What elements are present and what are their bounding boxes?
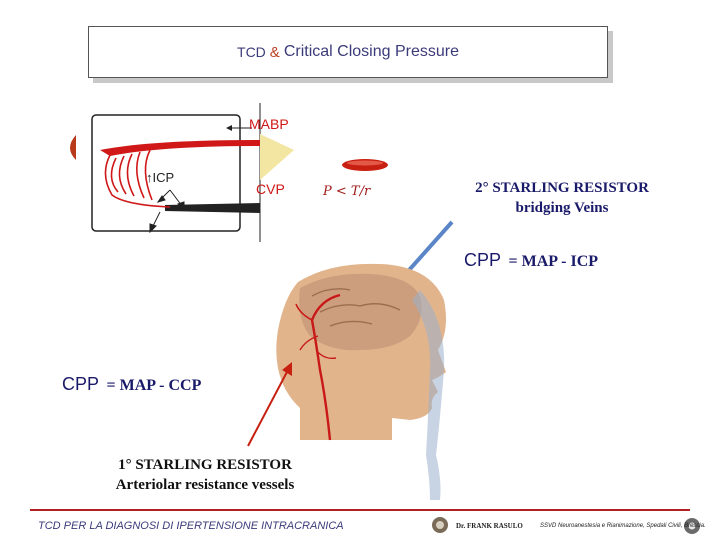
inset-box — [91, 114, 241, 232]
cvp-label: CVP — [256, 181, 285, 197]
second-resistor-label: 2° STARLING RESISTOR bridging Veins — [438, 178, 686, 218]
cpp-ccp-rhs: = MAP - CCP — [106, 377, 202, 394]
footer-author: Dr. FRANK RASULO — [456, 522, 523, 530]
yellow-wedge — [260, 134, 294, 180]
footer-divider — [30, 509, 690, 511]
formula: P < T/r — [323, 184, 371, 199]
footer-institution: SSVD Neuroanestesia e Rianimazione, Sped… — [540, 523, 706, 529]
footer-left-text: TCD PER LA DIAGNOSI DI IPERTENSIONE INTR… — [38, 520, 344, 532]
mabp-bar — [100, 140, 260, 156]
mabp-arrow — [226, 125, 252, 131]
title-box: TCD & Critical Closing Pressure — [88, 26, 608, 78]
second-resistor-line1: 2° STARLING RESISTOR — [475, 180, 649, 196]
first-resistor-line2: Arteriolar resistance vessels — [115, 477, 295, 493]
footer-logo-right — [684, 518, 700, 534]
icp-arrows — [149, 189, 185, 234]
title-part1: TCD — [237, 44, 266, 60]
cpp-icp-rhs: = MAP - ICP — [508, 253, 599, 270]
arteriolar-arrow — [247, 362, 292, 447]
head-illustration — [276, 263, 446, 500]
cpp-icp-equation: CPP = MAP - ICP — [464, 250, 598, 271]
mabp-label: MABP — [249, 116, 289, 132]
title-amp: & — [269, 43, 280, 61]
cpp-ccp-equation: CPP = MAP - CCP — [62, 374, 201, 395]
first-resistor-label: 1° STARLING RESISTOR Arteriolar resistan… — [60, 455, 350, 495]
title-part2: Critical Closing Pressure — [283, 43, 459, 60]
second-resistor-line2: bridging Veins — [515, 200, 609, 216]
first-resistor-line1: 1° STARLING RESISTOR — [118, 457, 292, 473]
cpp-ccp-lhs: CPP — [62, 374, 100, 394]
vessel-branches — [104, 149, 171, 208]
cvp-bar — [165, 203, 260, 213]
cpp-icp-lhs: CPP — [464, 250, 502, 270]
icp-label: ↑ICP — [146, 170, 175, 185]
footer-logo-left — [432, 517, 448, 533]
inset-left-cap — [70, 135, 76, 160]
